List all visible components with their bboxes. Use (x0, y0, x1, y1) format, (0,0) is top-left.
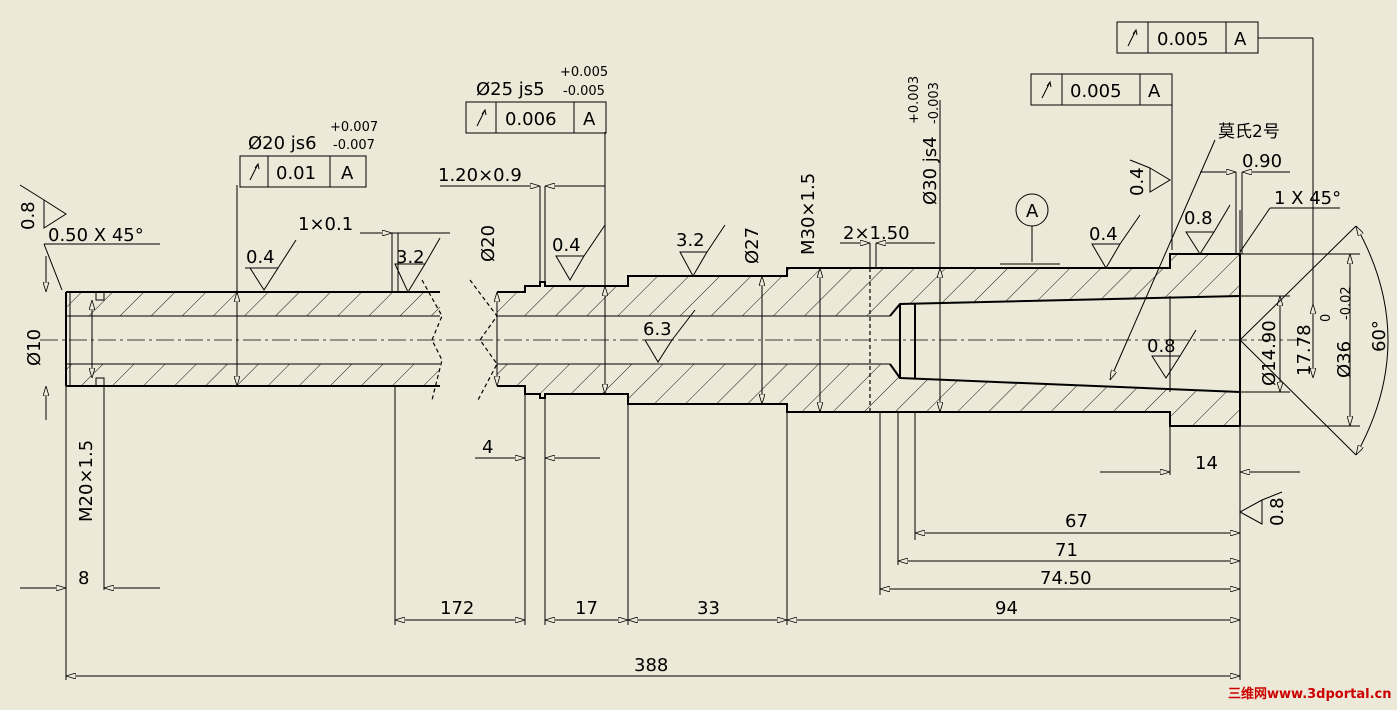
labels: Ø20 js6 +0.007 -0.007 Ø25 js5 +0.005 -0.… (18, 65, 1390, 676)
hatch-main-top (497, 254, 1240, 316)
dim-m20: M20×1.5 (76, 440, 97, 522)
chamfer-5: 0.90 (1242, 151, 1282, 172)
dim-7450: 74.50 (1040, 568, 1092, 589)
ra-1: 0.8 (18, 201, 39, 230)
fcf-3: 0.005 A (1030, 73, 1173, 106)
fit-d30-upper: +0.003 (907, 76, 922, 124)
break-line-2 (469, 279, 498, 401)
fcf-2-datum: A (583, 109, 596, 130)
chamfer-1: 0.50 X 45° (48, 225, 144, 246)
roughness-symbols (19, 159, 1283, 525)
ra-6: 6.3 (643, 319, 672, 340)
dim-33: 33 (697, 598, 720, 619)
dim-94: 94 (995, 598, 1018, 619)
ra-9: 0.4 (1127, 167, 1148, 196)
taper-note: 莫氏2号 (1218, 122, 1280, 142)
dimension-lines (20, 37, 1389, 680)
dim-d20: Ø20 (478, 225, 499, 262)
fcf-1-datum: A (341, 163, 354, 184)
dim-4: 4 (482, 437, 493, 458)
fcf-2-tol: 0.006 (505, 109, 557, 130)
chamfer-6: 1 X 45° (1274, 188, 1341, 209)
dim-d36-upper: 0 (1319, 314, 1334, 322)
runout-arrow-icon (249, 162, 260, 181)
dim-14: 14 (1195, 453, 1218, 474)
fcf-2: 0.006 A (465, 101, 607, 134)
hatch-left-top (66, 292, 440, 316)
fit-d20-lower: -0.007 (333, 138, 375, 153)
chamfer-4: 2×1.50 (843, 223, 910, 244)
fcf-4-datum: A (1234, 29, 1247, 50)
fit-d25: Ø25 js5 (476, 79, 545, 100)
dim-d10: Ø10 (24, 329, 45, 366)
fcf-1-tol: 0.01 (276, 163, 316, 184)
ra-5: 3.2 (676, 230, 705, 251)
watermark: 三维网www.3dportal.cn (1228, 686, 1391, 702)
runout-arrow-icon (1127, 28, 1138, 47)
fcf-4-tol: 0.005 (1157, 29, 1209, 50)
dim-8: 8 (78, 568, 89, 589)
ra-11: 0.8 (1267, 497, 1288, 526)
fcf-3-datum: A (1148, 81, 1161, 102)
chamfer-3: 1.20×0.9 (438, 165, 522, 186)
taper-bore (889, 295, 1241, 393)
ra-10: 0.8 (1147, 336, 1176, 357)
outline-main-bottom (497, 385, 1240, 427)
ra-4: 0.4 (552, 235, 581, 256)
ra-8: 0.8 (1184, 208, 1213, 229)
fit-d20-upper: +0.007 (330, 120, 378, 135)
hatch-left-bottom (66, 364, 440, 386)
runout-arrow-icon (476, 108, 487, 127)
dim-388: 388 (634, 655, 668, 676)
fit-d25-lower: -0.005 (563, 84, 605, 99)
datum-a-symbol: A (1015, 193, 1049, 227)
dim-67: 67 (1065, 511, 1088, 532)
dim-17: 17 (575, 598, 598, 619)
ra-3: 3.2 (396, 247, 425, 268)
fcf-1: 0.01 A (239, 155, 367, 188)
ra-7: 0.4 (1089, 224, 1118, 245)
fit-d20: Ø20 js6 (248, 133, 317, 154)
fcf-3-tol: 0.005 (1070, 81, 1122, 102)
dim-1778: 17.78 (1294, 324, 1315, 376)
fit-d25-upper: +0.005 (560, 65, 608, 80)
fcf-4: 0.005 A (1116, 21, 1259, 54)
datum-label: A (1026, 201, 1039, 222)
shaft-section (65, 253, 1241, 427)
fit-d30-lower: -0.003 (927, 82, 942, 124)
ra-2: 0.4 (246, 247, 275, 268)
chamfer-2: 1×0.1 (298, 214, 353, 235)
runout-arrow-icon (1041, 80, 1052, 99)
relief-groove (95, 292, 105, 386)
dim-71: 71 (1055, 540, 1078, 561)
dim-d1490: Ø14.90 (1259, 320, 1280, 386)
dim-d36: Ø36 (1334, 341, 1355, 378)
dim-d27: Ø27 (742, 227, 763, 264)
hatch-main-bottom (497, 364, 1240, 426)
dim-m30: M30×1.5 (798, 173, 819, 255)
dim-d36-lower: -0.02 (1339, 286, 1354, 320)
dim-angle: 60° (1369, 320, 1390, 352)
fit-d30: Ø30 js4 (920, 136, 941, 205)
dim-172: 172 (440, 598, 474, 619)
